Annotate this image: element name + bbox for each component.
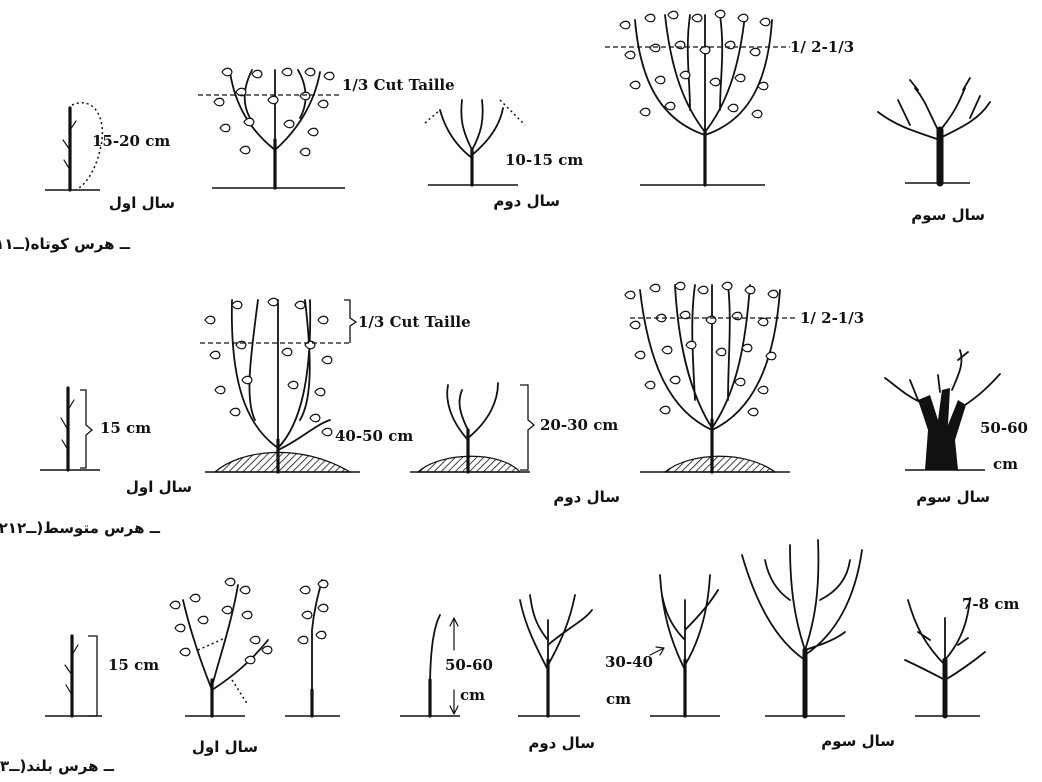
cut-fraction-label-2: 1/3 Cut Taille — [358, 313, 471, 331]
measure-50-60-b: 50-60 — [445, 656, 493, 674]
measure-10-15: 10-15 cm — [505, 151, 583, 169]
first-year-label: سال اول — [109, 194, 175, 212]
caption-short-pruning: (۲۱ــ۱)ــ هرس کوتاه — [0, 235, 131, 253]
tree-short-year2-pruned — [425, 100, 525, 185]
tree-medium-year1 — [40, 388, 100, 470]
measure-cm-a: cm — [993, 455, 1018, 473]
measure-cm-b: cm — [460, 686, 485, 704]
half-third-label-1: 1/ 2-1/3 — [790, 38, 854, 56]
tree-long-year3-large — [742, 540, 862, 716]
cut-fraction-label-1: 1/3 Cut Taille — [342, 76, 455, 94]
tree-long-year3-pruned — [905, 598, 985, 716]
measure-15-b: 15 cm — [108, 656, 159, 674]
caption-long-pruning: (۲۱ــ۳)ــ هرس بلند — [0, 757, 115, 775]
tree-long-leafy — [170, 578, 272, 716]
third-year-label-2: سال سوم — [916, 488, 990, 506]
second-year-label-3: سال دوم — [528, 734, 595, 752]
tree-medium-year3 — [885, 350, 1000, 470]
second-year-label-1: سال دوم — [493, 192, 560, 210]
row-short-pruning: 15-20 cm سال اول (۲۱ــ۱)ــ هرس کوتاه 1/3… — [0, 10, 990, 253]
measure-40-50: 40-50 cm — [335, 427, 413, 445]
half-third-label-2: 1/ 2-1/3 — [800, 309, 864, 327]
tree-long-year2-branched — [518, 595, 592, 716]
tree-long-year2-trained — [650, 575, 720, 716]
tree-short-leafy — [198, 68, 345, 188]
row-medium-pruning: 15 cm سال اول (۲۱ــ۲)ــ هرس متوسط 1/3 Cu… — [0, 282, 1028, 537]
tree-medium-year2-pruned — [410, 383, 534, 472]
first-year-label-2: سال اول — [126, 478, 192, 496]
third-year-label-3: سال سوم — [821, 732, 895, 750]
height-brace — [80, 390, 92, 468]
tree-short-year3 — [878, 78, 990, 183]
tree-short-full — [605, 10, 790, 185]
measure-20-30: 20-30 cm — [540, 416, 618, 434]
measure-15: 15 cm — [100, 419, 151, 437]
measure-30-40: 30-40 — [605, 653, 653, 671]
measure-50-60-a: 50-60 — [980, 419, 1028, 437]
second-year-label-2: سال دوم — [553, 488, 620, 506]
caption-medium-pruning: (۲۱ــ۲)ــ هرس متوسط — [0, 519, 161, 537]
tree-medium-leafy — [200, 298, 360, 472]
cut-brace — [344, 300, 356, 343]
first-year-label-3: سال اول — [192, 738, 258, 756]
tree-long-year1 — [45, 636, 102, 716]
tree-medium-full — [625, 282, 795, 472]
measure-7-8: 7-8 cm — [962, 595, 1019, 613]
tree-long-leader — [285, 580, 340, 716]
third-year-label-1: سال سوم — [911, 206, 985, 224]
height-brace — [88, 636, 97, 716]
row-long-pruning: 15 cm سال اول (۲۱ــ۳)ــ هرس بلند — [0, 540, 1019, 775]
measure-15-20: 15-20 cm — [92, 132, 170, 150]
measure-cm-c: cm — [606, 690, 631, 708]
height-brace — [520, 385, 534, 470]
